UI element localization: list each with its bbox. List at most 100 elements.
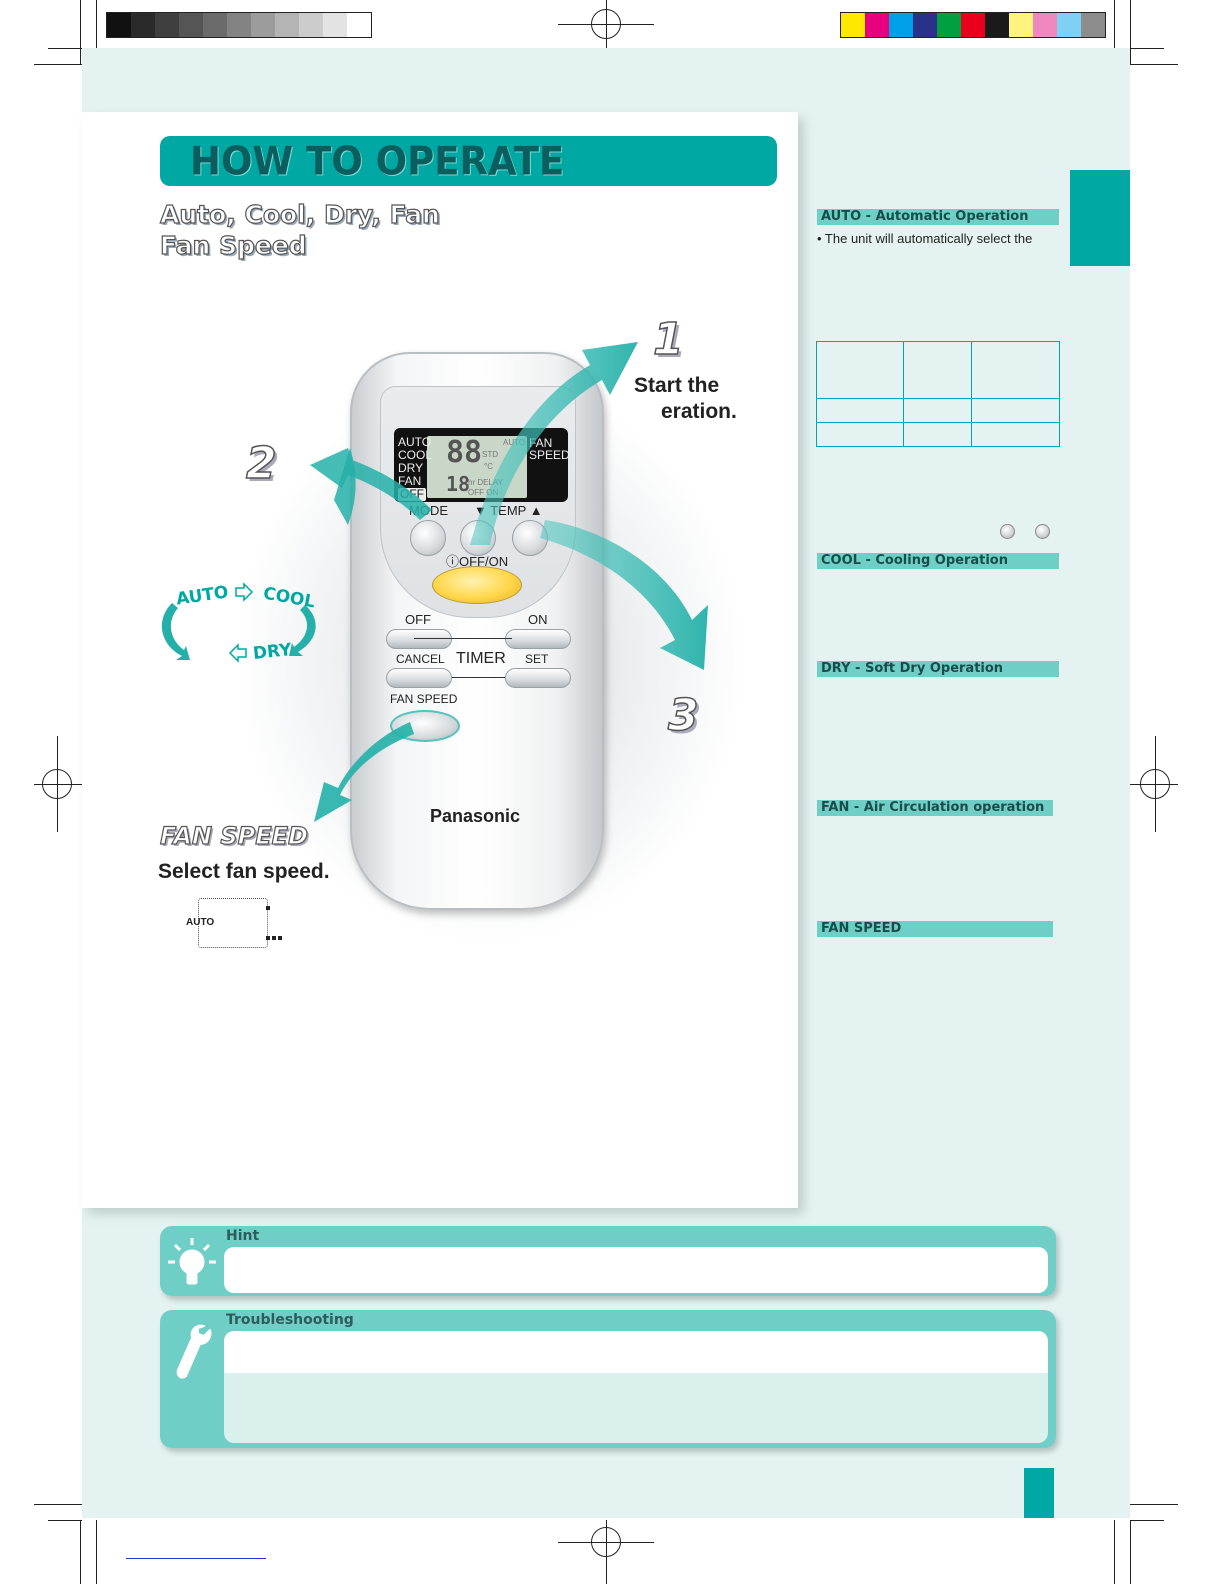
calibration-swatch: [107, 13, 131, 37]
crop-mark: [1130, 64, 1178, 65]
calibration-swatch: [865, 13, 889, 37]
arrow-to-fan-speed: [314, 722, 414, 822]
mode-cycle-arrows: [161, 582, 316, 663]
fan-speed-auto-label: AUTO: [186, 917, 215, 928]
calibration-swatch: [155, 13, 179, 37]
step-1-number: 1: [652, 313, 684, 366]
calibration-swatch: [985, 13, 1009, 37]
timer-off-button[interactable]: [386, 629, 452, 649]
troubleshooting-content-bottom: [224, 1373, 1048, 1443]
fan-speed-label: FAN SPEED: [390, 692, 458, 706]
lcd-celsius: °C: [484, 462, 493, 471]
title-bar: [160, 136, 777, 186]
crop-mark: [80, 0, 81, 64]
calibration-swatch: [203, 13, 227, 37]
lightbulb-icon: [168, 1238, 216, 1285]
mode-button[interactable]: [410, 520, 446, 556]
calibration-swatch: [1057, 13, 1081, 37]
power-button[interactable]: [432, 566, 522, 604]
calibration-swatch: [1009, 13, 1033, 37]
cycle-dry-label: DRY: [252, 640, 293, 664]
timer-cancel-label: CANCEL: [396, 652, 445, 666]
fan-speed-description: Select fan speed.: [158, 860, 330, 883]
grayscale-calibration-bar: [106, 12, 372, 38]
auto-section-heading: AUTO - Automatic Operation: [817, 209, 1059, 225]
calibration-swatch: [961, 13, 985, 37]
lcd-mode-cool: COOL: [398, 448, 433, 462]
calibration-swatch: [889, 13, 913, 37]
crop-mark: [1130, 0, 1131, 64]
timer-set-button[interactable]: [505, 668, 571, 688]
lcd-delay: hr DELAY: [468, 478, 503, 487]
calibration-swatch: [913, 13, 937, 37]
crop-mark: [1114, 1520, 1115, 1584]
fan-section-heading: FAN - Air Circulation operation: [817, 800, 1053, 816]
troubleshooting-title: Troubleshooting: [226, 1312, 354, 1328]
fan-speed-heading: FAN SPEED: [159, 821, 308, 850]
step-3-number: 3: [667, 689, 699, 742]
page-number-tab: [1024, 1468, 1054, 1518]
lcd-mode-dry: DRY: [398, 461, 424, 475]
calibration-swatch: [1081, 13, 1105, 37]
crop-mark: [34, 1504, 82, 1505]
timer-cancel-button[interactable]: [386, 668, 452, 688]
brand-logo: Panasonic: [430, 806, 521, 826]
calibration-swatch: [841, 13, 865, 37]
lcd-std: STD: [482, 450, 498, 459]
crop-mark: [1130, 1504, 1178, 1505]
table-cell: [816, 422, 904, 447]
subtitle-fan-speed: Fan Speed: [159, 230, 307, 260]
page-title: HOW TO OPERATE: [190, 138, 565, 185]
fan-speed-section-heading: FAN SPEED: [817, 921, 1053, 937]
calibration-swatch: [323, 13, 347, 37]
crop-mark: [96, 0, 97, 48]
arrow-to-step2: [310, 448, 432, 525]
power-label: ⓘOFF/ON: [446, 554, 509, 569]
timer-on-button[interactable]: [505, 629, 571, 649]
table-cell: [903, 422, 972, 447]
timer-off-label: OFF: [405, 612, 431, 627]
calibration-swatch: [251, 13, 275, 37]
footer-rule: [126, 1558, 266, 1559]
cool-section-heading: COOL - Cooling Operation: [817, 553, 1059, 569]
crop-mark: [48, 1520, 82, 1521]
lcd-mode-auto: AUTO: [398, 435, 432, 449]
crop-mark: [1130, 48, 1164, 49]
color-calibration-bar: [840, 12, 1106, 38]
calibration-swatch: [275, 13, 299, 37]
table-cell: [816, 398, 904, 423]
crop-mark: [1130, 1520, 1164, 1521]
step-2-number: 2: [245, 437, 277, 490]
calibration-swatch: [131, 13, 155, 37]
dry-section-heading: DRY - Soft Dry Operation: [817, 661, 1059, 677]
crop-mark: [34, 64, 82, 65]
table-cell: [816, 341, 904, 399]
indicator-dot: [1035, 524, 1050, 539]
hint-content: [224, 1247, 1048, 1293]
indicator-dot: [1000, 524, 1015, 539]
lcd-mode-fan: FAN: [398, 474, 422, 488]
hint-title: Hint: [226, 1228, 260, 1244]
crop-mark: [80, 1520, 81, 1584]
step-1-label-line1: Start the: [634, 374, 720, 397]
auto-temperature-table: [816, 341, 1060, 447]
calibration-swatch: [937, 13, 961, 37]
calibration-swatch: [1033, 13, 1057, 37]
calibration-swatch: [299, 13, 323, 37]
troubleshooting-content-top: [224, 1331, 1048, 1373]
lcd-offon: OFF ON: [468, 488, 499, 497]
arrow-to-step3: [540, 520, 708, 670]
timer-label: TIMER: [456, 650, 506, 667]
fan-speed-display: [198, 898, 268, 948]
crop-mark: [96, 1520, 97, 1584]
table-cell: [971, 341, 1060, 399]
step-1-label-line2: eration.: [661, 400, 737, 423]
table-cell: [903, 398, 972, 423]
arrow-to-step1: [470, 342, 638, 545]
lcd-timer-value: 18: [446, 472, 471, 496]
timer-on-label: ON: [528, 612, 548, 627]
timer-set-label: SET: [525, 652, 549, 666]
crop-mark: [1130, 1520, 1131, 1584]
table-cell: [971, 398, 1060, 423]
